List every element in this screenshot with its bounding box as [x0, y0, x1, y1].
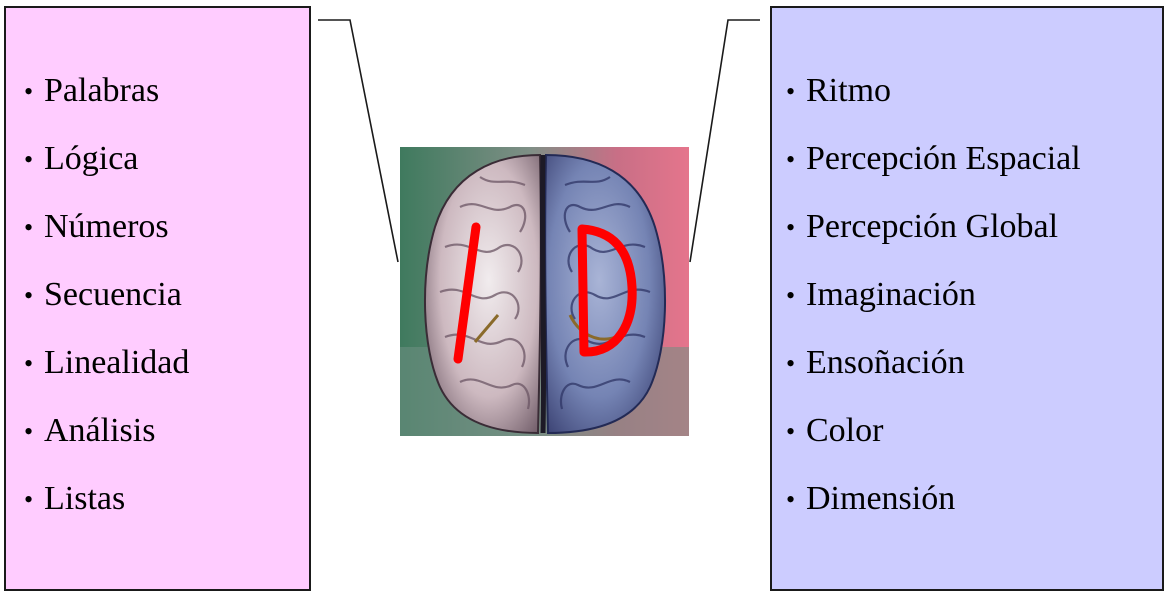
list-item: •Listas — [24, 482, 189, 516]
right-connector-line — [690, 20, 760, 262]
bullet-icon: • — [786, 279, 806, 313]
bullet-icon: • — [786, 415, 806, 449]
list-item: •Números — [24, 210, 189, 244]
list-item: •Imaginación — [786, 278, 1081, 312]
list-item: •Dimensión — [786, 482, 1081, 516]
list-item-label: Percepción Global — [806, 208, 1058, 245]
list-item-label: Ensoñación — [806, 344, 965, 381]
bullet-icon: • — [24, 415, 44, 449]
list-item: •Percepción Global — [786, 210, 1081, 244]
list-item-label: Palabras — [44, 72, 159, 109]
bullet-icon: • — [24, 279, 44, 313]
bullet-icon: • — [24, 347, 44, 381]
list-item-label: Imaginación — [806, 276, 976, 313]
list-item-label: Percepción Espacial — [806, 140, 1081, 177]
bullet-icon: • — [24, 483, 44, 517]
left-connector-line — [318, 20, 398, 262]
list-item: •Color — [786, 414, 1081, 448]
bullet-icon: • — [24, 211, 44, 245]
left-hemisphere-list: •Palabras •Lógica •Números •Secuencia •L… — [24, 74, 189, 550]
bullet-icon: • — [786, 211, 806, 245]
list-item-label: Ritmo — [806, 72, 891, 109]
list-item: •Lógica — [24, 142, 189, 176]
list-item: •Ritmo — [786, 74, 1081, 108]
list-item-label: Listas — [44, 480, 125, 517]
list-item-label: Números — [44, 208, 169, 245]
list-item-label: Lógica — [44, 140, 138, 177]
left-hemisphere-panel: •Palabras •Lógica •Números •Secuencia •L… — [4, 6, 311, 591]
bullet-icon: • — [786, 143, 806, 177]
bullet-icon: • — [24, 75, 44, 109]
list-item-label: Análisis — [44, 412, 155, 449]
brain-illustration — [400, 147, 689, 436]
list-item: •Palabras — [24, 74, 189, 108]
list-item: •Linealidad — [24, 346, 189, 380]
right-hemisphere-panel: •Ritmo •Percepción Espacial •Percepción … — [770, 6, 1164, 591]
list-item: •Percepción Espacial — [786, 142, 1081, 176]
right-hemisphere-list: •Ritmo •Percepción Espacial •Percepción … — [786, 74, 1081, 550]
list-item: •Secuencia — [24, 278, 189, 312]
list-item: •Análisis — [24, 414, 189, 448]
bullet-icon: • — [786, 75, 806, 109]
list-item-label: Color — [806, 412, 883, 449]
list-item: •Ensoñación — [786, 346, 1081, 380]
bullet-icon: • — [24, 143, 44, 177]
list-item-label: Linealidad — [44, 344, 189, 381]
list-item-label: Dimensión — [806, 480, 955, 517]
bullet-icon: • — [786, 347, 806, 381]
list-item-label: Secuencia — [44, 276, 182, 313]
longitudinal-fissure — [542, 155, 543, 433]
bullet-icon: • — [786, 483, 806, 517]
